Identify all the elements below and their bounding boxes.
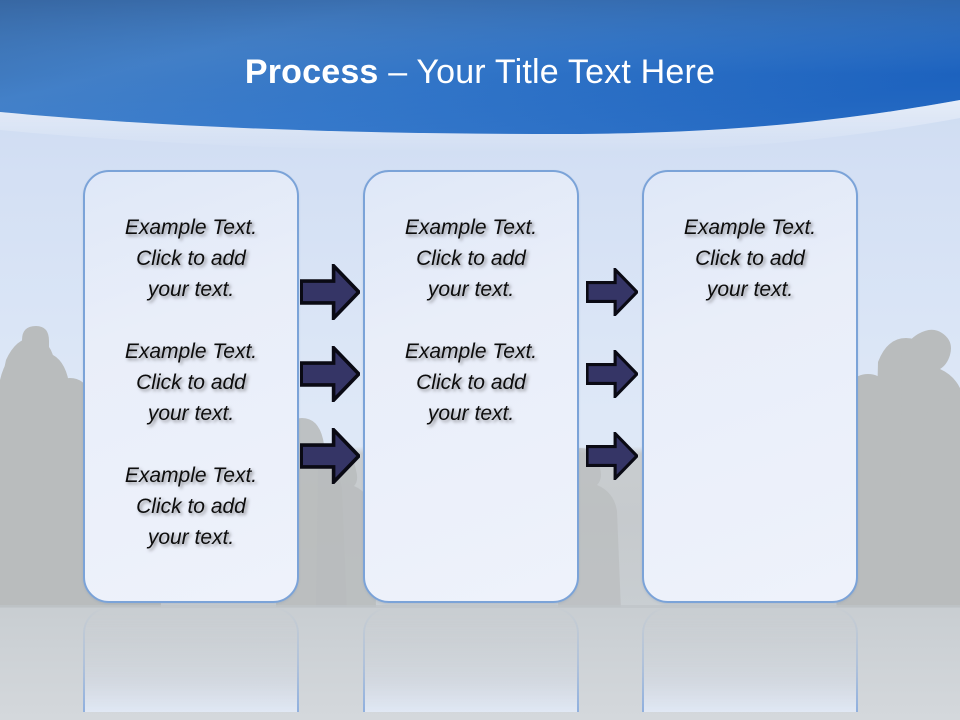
arrow-1-2-icon [300, 346, 360, 402]
header-wave-glow [0, 100, 960, 152]
arrow-2-3-icon [586, 432, 638, 480]
title-rest: – Your Title Text Here [378, 53, 716, 91]
arrow-2-2-icon [586, 350, 638, 398]
floor-line [0, 605, 960, 608]
arrow-2-1-icon [586, 268, 638, 316]
box-1-reflection [83, 607, 299, 712]
header-wave-shade [0, 0, 960, 134]
box-3-reflection [642, 607, 858, 712]
slide-title: Process – Your Title Text Here [0, 50, 960, 94]
arrow-1-3-icon [300, 428, 360, 484]
arrow-1-1-icon [300, 264, 360, 320]
box-2-reflection [363, 607, 579, 712]
title-strong: Process [244, 53, 379, 91]
